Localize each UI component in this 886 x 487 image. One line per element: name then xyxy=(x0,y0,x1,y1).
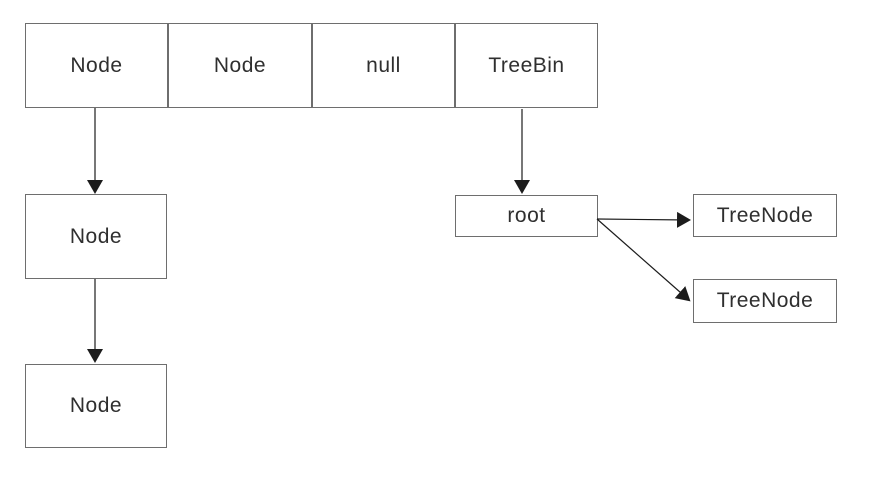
tree-node-label: TreeNode xyxy=(716,289,814,312)
list-node-box-1: Node xyxy=(25,194,167,279)
bucket-cell-node-2: Node xyxy=(168,23,312,108)
edge-root-to-treenode1-arrow xyxy=(596,211,691,228)
tree-node-label: TreeNode xyxy=(716,203,814,227)
list-node-label: Node xyxy=(69,394,123,417)
bucket-cell-label: Node xyxy=(70,53,123,77)
bucket-cell-treebin: TreeBin xyxy=(455,23,598,108)
bucket-cell-null: null xyxy=(312,23,455,108)
bucket-cell-label: TreeBin xyxy=(488,53,565,77)
edge-root-to-treenode2-arrow xyxy=(596,218,691,302)
tree-root-label: root xyxy=(507,204,546,227)
list-node-label: Node xyxy=(69,224,123,248)
list-node-box-2: Node xyxy=(25,364,167,448)
tree-root-box: root xyxy=(455,195,598,237)
bucket-cell-label: Node xyxy=(213,53,267,77)
bucket-cell-label: null xyxy=(366,53,401,77)
tree-node-box-2: TreeNode xyxy=(693,279,837,323)
bucket-cell-node-1: Node xyxy=(25,23,168,108)
tree-node-box-1: TreeNode xyxy=(693,194,837,237)
